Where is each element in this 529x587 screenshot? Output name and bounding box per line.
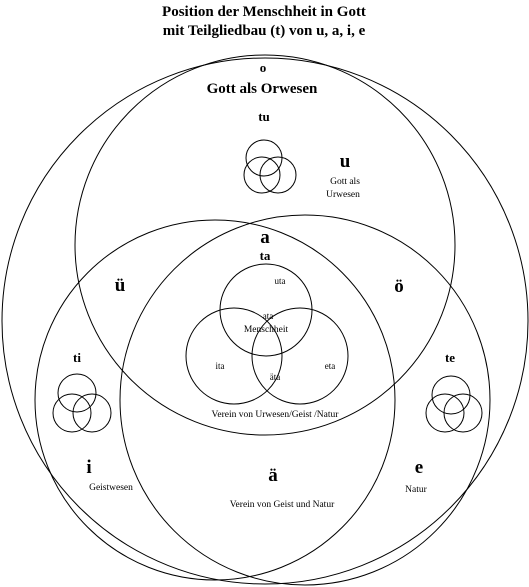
label-gott-als: Gott als: [330, 177, 360, 187]
label-ta: ta: [260, 248, 271, 263]
label-ita: ita: [216, 361, 225, 371]
inner-circle-eta: [251, 307, 349, 405]
mini-circle-tu-1: [245, 139, 283, 177]
label-i: i: [86, 457, 91, 478]
circle-u: [74, 54, 456, 436]
label-urwesen: Urwesen: [326, 190, 360, 200]
title-line-1: Position der Menschheit in Gott: [162, 4, 366, 20]
inner-circle-uta: [219, 263, 313, 357]
label-te: te: [445, 350, 455, 365]
label-aeta: äta: [270, 372, 281, 382]
label-ae: ä: [268, 465, 278, 486]
label-ti: ti: [73, 350, 81, 365]
circle-e: [119, 214, 491, 586]
circle-i: [34, 219, 396, 581]
label-menschheit: Menschheit: [244, 325, 289, 335]
mini-circle-tu-3: [259, 156, 297, 194]
mini-circle-ti-3: [72, 393, 112, 433]
label-geistwesen: Geistwesen: [89, 483, 133, 493]
label-verein-urwesen-geist-natur: Verein von Urwesen/Geist /Natur: [212, 410, 340, 420]
label-a: a: [260, 227, 270, 248]
inner-circle-ita: [185, 307, 283, 405]
mini-circle-ti-2: [52, 393, 92, 433]
label-ata: ata: [263, 311, 274, 321]
label-e: e: [415, 457, 423, 478]
label-oe: ö: [394, 276, 404, 297]
label-u: u: [340, 151, 351, 172]
mini-circle-tu-2: [243, 156, 281, 194]
label-ue: ü: [115, 275, 126, 296]
outer-circle-o: [1, 57, 529, 585]
mini-circle-te-3: [443, 393, 483, 433]
label-o: o: [260, 60, 267, 75]
mini-circle-ti-1: [57, 373, 97, 413]
label-verein-geist-natur: Verein von Geist und Natur: [230, 500, 335, 510]
label-uta: uta: [275, 276, 286, 286]
label-eta: eta: [325, 361, 336, 371]
label-tu: tu: [258, 109, 270, 124]
mini-circle-te-2: [425, 393, 465, 433]
label-natur: Natur: [405, 485, 427, 495]
title-line-2: mit Teilgliedbau (t) von u, a, i, e: [163, 23, 366, 39]
label-gott-als-orwesen: Gott als Orwesen: [207, 81, 318, 97]
